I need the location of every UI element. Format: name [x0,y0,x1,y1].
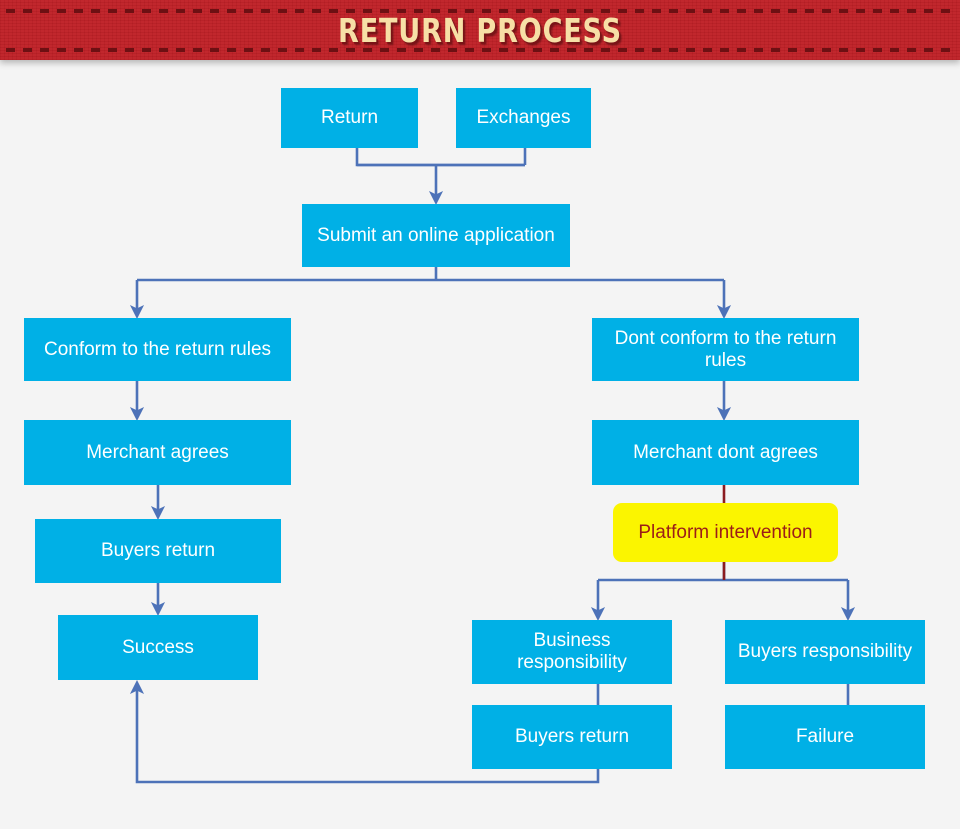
flowchart-canvas: Return Exchanges Submit an online applic… [0,60,960,829]
node-buyers-return-right[interactable]: Buyers return [472,705,672,769]
node-conform-rules[interactable]: Conform to the return rules [24,318,291,381]
connector-layer [129,148,856,784]
page-title: RETURN PROCESS [338,11,622,50]
stitch-line-bottom [6,48,954,52]
node-business-responsibility[interactable]: Business responsibility [472,620,672,684]
edge-return-to-merge [355,148,525,167]
node-merchant-agrees[interactable]: Merchant agrees [24,420,291,485]
node-buyers-return-left[interactable]: Buyers return [35,519,281,583]
node-buyers-responsibility[interactable]: Buyers responsibility [725,620,925,684]
node-platform-intervention[interactable]: Platform intervention [613,503,838,562]
node-merchant-dont-agrees[interactable]: Merchant dont agrees [592,420,859,485]
stitch-line-top [6,9,954,13]
node-return[interactable]: Return [281,88,418,148]
edge-feedback-to-success [129,679,600,784]
node-submit-application[interactable]: Submit an online application [302,204,570,267]
header-banner: RETURN PROCESS [0,0,960,60]
node-failure[interactable]: Failure [725,705,925,769]
node-exchanges[interactable]: Exchanges [456,88,591,148]
node-dont-conform-rules[interactable]: Dont conform to the return rules [592,318,859,381]
node-success[interactable]: Success [58,615,258,680]
